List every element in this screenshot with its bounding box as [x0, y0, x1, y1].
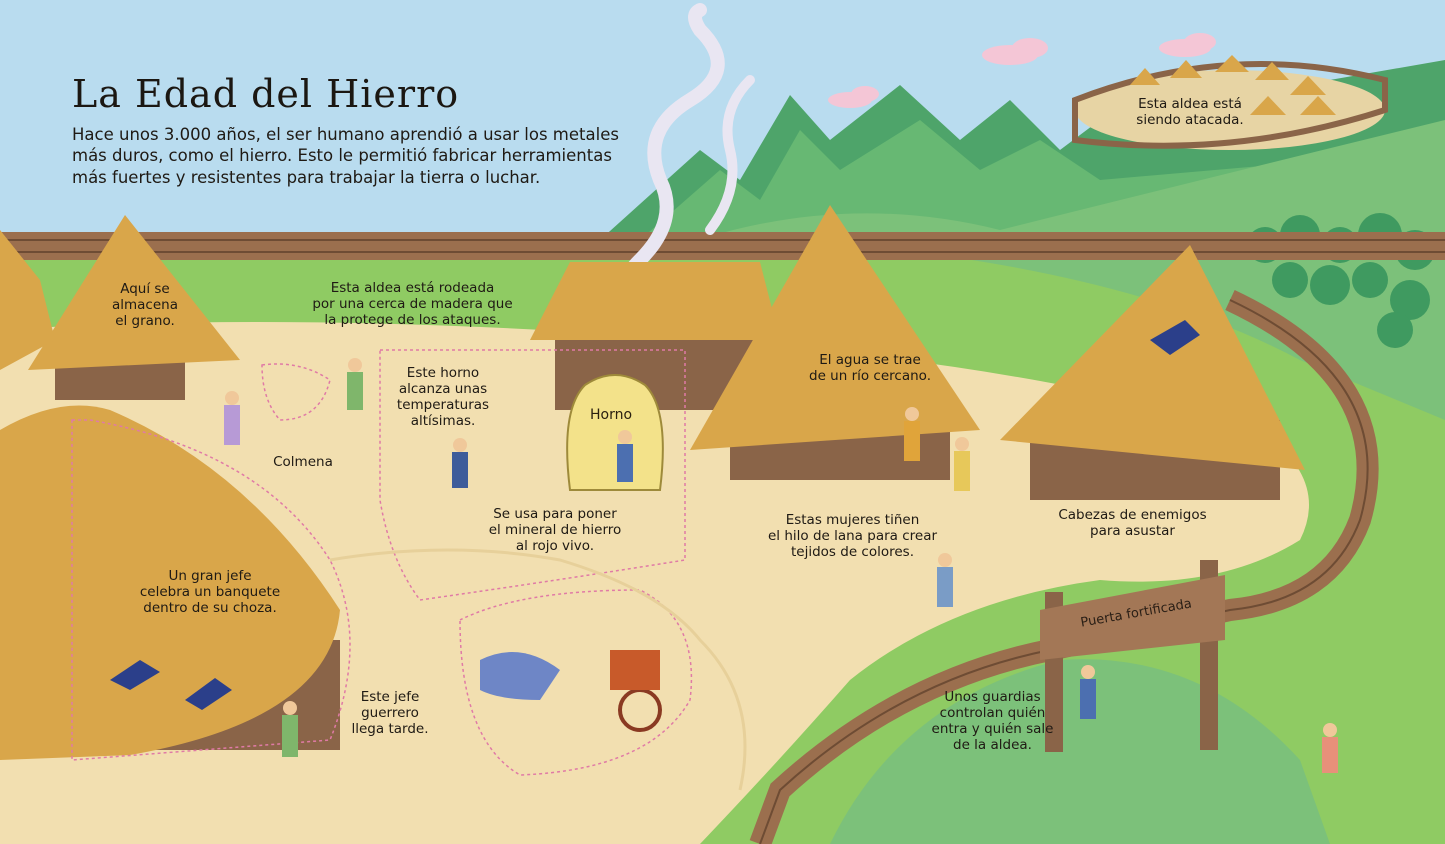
intro-line: más duros, como el hierro. Esto le permi… [72, 146, 612, 166]
page-title: La Edad del Hierro [72, 72, 460, 116]
hillfort-village [1072, 55, 1388, 150]
dashed-outlines [71, 349, 693, 776]
label-line: guerrero [361, 704, 419, 721]
intro-line: más fuertes y resistentes para trabajar … [72, 167, 541, 187]
label-oven-use: Se usa para poner el mineral de hierro a… [480, 506, 630, 555]
label-line: Cabezas de enemigos [1058, 507, 1207, 523]
chariot [480, 650, 662, 732]
oven-smoke-2 [705, 75, 755, 235]
label-line: celebra un banquete [139, 583, 281, 600]
right-hut [1000, 245, 1305, 500]
label-line: el grano. [115, 312, 175, 329]
label-line: de un río cercano. [809, 367, 931, 384]
dirt-track [329, 548, 747, 791]
label-oven: Horno [590, 407, 633, 423]
back-fence [0, 232, 1445, 260]
label-line: Este jefe [360, 689, 420, 705]
label-line: Un gran jefe [168, 568, 252, 584]
label-line: almacena [111, 296, 178, 313]
label-line: Esta aldea está rodeada [330, 280, 495, 296]
label-line: Aquí se [120, 281, 170, 297]
label-beehive: Colmena [273, 454, 333, 470]
label-guards: Unos guardias controlan quién entra y qu… [925, 689, 1060, 754]
label-water: El agua se trae de un río cercano. [805, 352, 935, 385]
left-edge-hut [0, 230, 55, 370]
label-line: temperaturas [396, 396, 490, 413]
label-line: tejidos de colores. [791, 543, 914, 560]
crow-birds [110, 320, 1200, 710]
label-line: altísimas. [410, 412, 476, 429]
label-line: la protege de los ataques. [324, 311, 501, 328]
villagers [224, 358, 1338, 773]
intro-line: Hace unos 3.000 años, el ser humano apre… [72, 125, 619, 144]
label-line: entra y quién sale [931, 720, 1054, 737]
label-line: alcanza unas [398, 380, 488, 397]
label-line: el mineral de hierro [488, 521, 622, 538]
intro-text: Hace unos 3.000 años, el ser humano apre… [72, 124, 619, 188]
label-line: de la aldea. [953, 736, 1032, 753]
curved-fence-line [759, 299, 1369, 844]
label-line: para asustar [1090, 522, 1175, 539]
clouds [828, 33, 1216, 108]
label-chief: Un gran jefe celebra un banquete dentro … [130, 568, 290, 617]
label-line: Se usa para poner [493, 506, 617, 522]
chief-hut [0, 405, 340, 760]
label-line: siendo atacada. [1136, 111, 1244, 128]
oven [566, 374, 664, 491]
label-granary: Aquí se almacena el grano. [100, 281, 190, 330]
label-line: controlan quién [939, 704, 1046, 721]
label-line: Estas mujeres tiñen [785, 512, 920, 528]
label-warrior: Este jefe guerrero llega tarde. [350, 689, 430, 738]
label-line: dentro de su choza. [143, 599, 277, 616]
label-line: por una cerca de madera que [312, 295, 513, 312]
label-line: al rojo vivo. [515, 537, 595, 554]
fortified-gate [1040, 560, 1225, 752]
label-enemy-heads: Cabezas de enemigos para asustar [1055, 507, 1210, 540]
granary-hut [28, 215, 240, 400]
label-line: el hilo de lana para crear [767, 527, 938, 544]
label-fence: Esta aldea está rodeada por una cerca de… [305, 280, 520, 329]
label-line: Unos guardias [944, 689, 1041, 705]
label-line: Esta aldea está [1138, 96, 1242, 112]
label-hillfort: Esta aldea está siendo atacada. [1130, 96, 1250, 129]
label-line: El agua se trae [819, 352, 921, 368]
label-line: Este horno [406, 365, 480, 381]
label-line: llega tarde. [351, 720, 429, 737]
label-dyers: Estas mujeres tiñen el hilo de lana para… [760, 512, 945, 561]
label-oven-temperature: Este horno alcanza unas temperaturas alt… [388, 365, 498, 430]
